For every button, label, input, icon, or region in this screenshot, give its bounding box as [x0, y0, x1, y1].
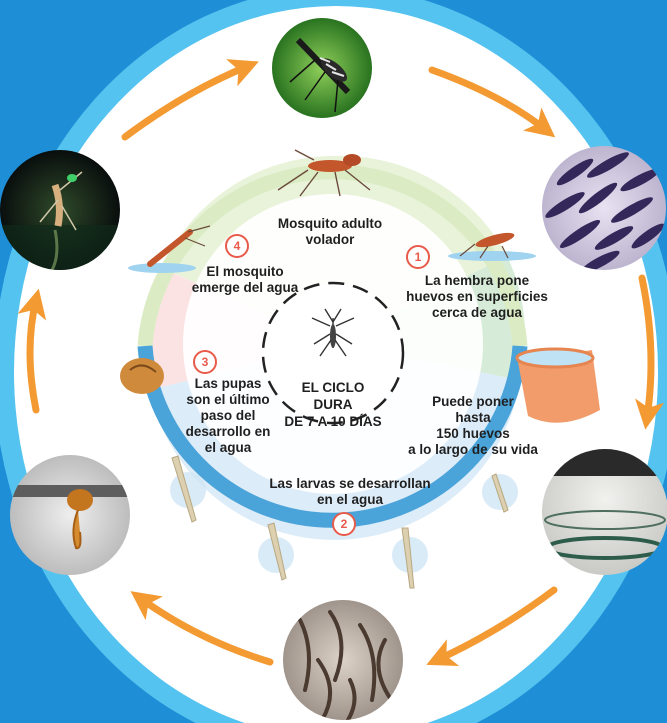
label-eggs-count-line3: 150 huevos — [398, 426, 548, 442]
label-adult-line1: Mosquito adulto — [255, 216, 405, 232]
step-number-1: 1 — [406, 245, 430, 269]
label-step4-line1: El mosquito — [180, 264, 310, 280]
label-step1-line1: La hembra pone — [392, 273, 562, 289]
label-step4: El mosquito emerge del agua — [180, 264, 310, 296]
label-step1: La hembra pone huevos en superficies cer… — [392, 273, 562, 321]
label-step3-line2: son el último — [178, 392, 278, 408]
photo-pupa — [10, 455, 130, 575]
label-adult: Mosquito adulto volador — [255, 216, 405, 248]
step-number-4: 4 — [225, 234, 249, 258]
label-eggs-count-line2: hasta — [398, 410, 548, 426]
label-step3-line4: desarrollo en — [178, 424, 278, 440]
label-step3: Las pupas son el último paso del desarro… — [178, 376, 278, 456]
photo-adult-mosquito — [272, 18, 372, 118]
photo-larvae — [283, 600, 403, 720]
center-label-line2: DE 7 A 10 DÍAS — [283, 414, 383, 431]
center-label-line1: EL CICLO DURA — [283, 380, 383, 414]
pupa-illustration — [120, 358, 164, 394]
label-eggs-count-line1: Puede poner — [398, 394, 548, 410]
label-eggs-count: Puede poner hasta 150 huevos a lo largo … — [398, 394, 548, 458]
label-step1-line2: huevos en superficies — [392, 289, 562, 305]
label-step3-line1: Las pupas — [178, 376, 278, 392]
label-step3-line3: paso del — [178, 408, 278, 424]
step-number-2: 2 — [332, 512, 356, 536]
label-step2-line2: en el agua — [255, 492, 445, 508]
label-step2-line1: Las larvas se desarrollan — [255, 476, 445, 492]
label-step1-line3: cerca de agua — [392, 305, 562, 321]
center-label: EL CICLO DURA DE 7 A 10 DÍAS — [283, 380, 383, 431]
label-step3-line5: el agua — [178, 440, 278, 456]
step-number-3: 3 — [193, 350, 217, 374]
label-step2: Las larvas se desarrollan en el agua — [255, 476, 445, 508]
label-eggs-count-line4: a lo largo de su vida — [398, 442, 548, 458]
label-adult-line2: volador — [255, 232, 405, 248]
label-step4-line2: emerge del agua — [180, 280, 310, 296]
